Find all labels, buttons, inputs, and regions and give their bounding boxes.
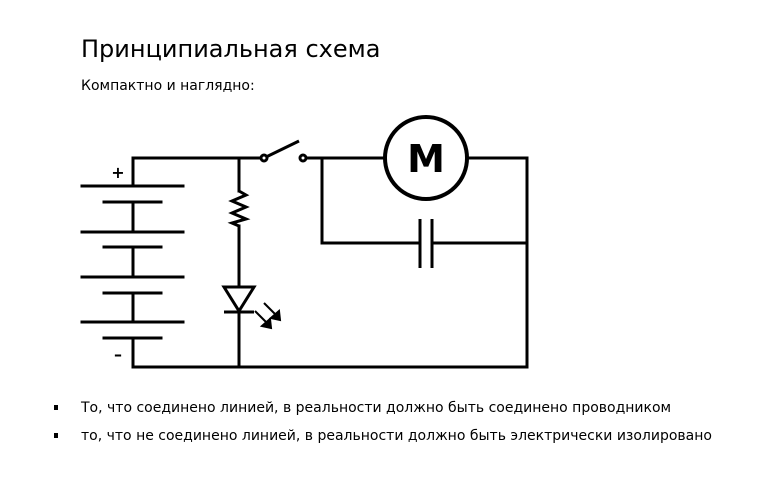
led-triangle <box>221 285 257 314</box>
wire-capacitor-left <box>320 156 421 245</box>
slide-title: Принципиальная схема <box>81 35 381 63</box>
motor-label: M <box>407 137 445 181</box>
capacitor <box>418 219 434 268</box>
led <box>221 285 257 314</box>
bullet-square-icon <box>54 433 58 438</box>
battery-minus-label: – <box>114 345 122 364</box>
wires <box>131 156 529 369</box>
resistor-zigzag <box>227 189 251 228</box>
slide-subtitle: Компактно и наглядно: <box>81 78 255 94</box>
switch-contact-right <box>298 153 308 163</box>
motor-symbol <box>383 115 469 201</box>
bullet-text: То, что соединено линией, в реальности д… <box>81 400 672 416</box>
led-light-arrows-icon <box>254 302 282 330</box>
switch-lever <box>263 139 300 160</box>
battery <box>80 184 185 340</box>
battery-plus-label: + <box>111 163 124 182</box>
bullet-text: то, что не соединено линией, в реальност… <box>81 428 712 444</box>
switch-contact-left <box>259 153 269 163</box>
bullet-square-icon <box>54 405 58 410</box>
wire-motor-right <box>131 156 529 369</box>
switch <box>259 139 308 163</box>
